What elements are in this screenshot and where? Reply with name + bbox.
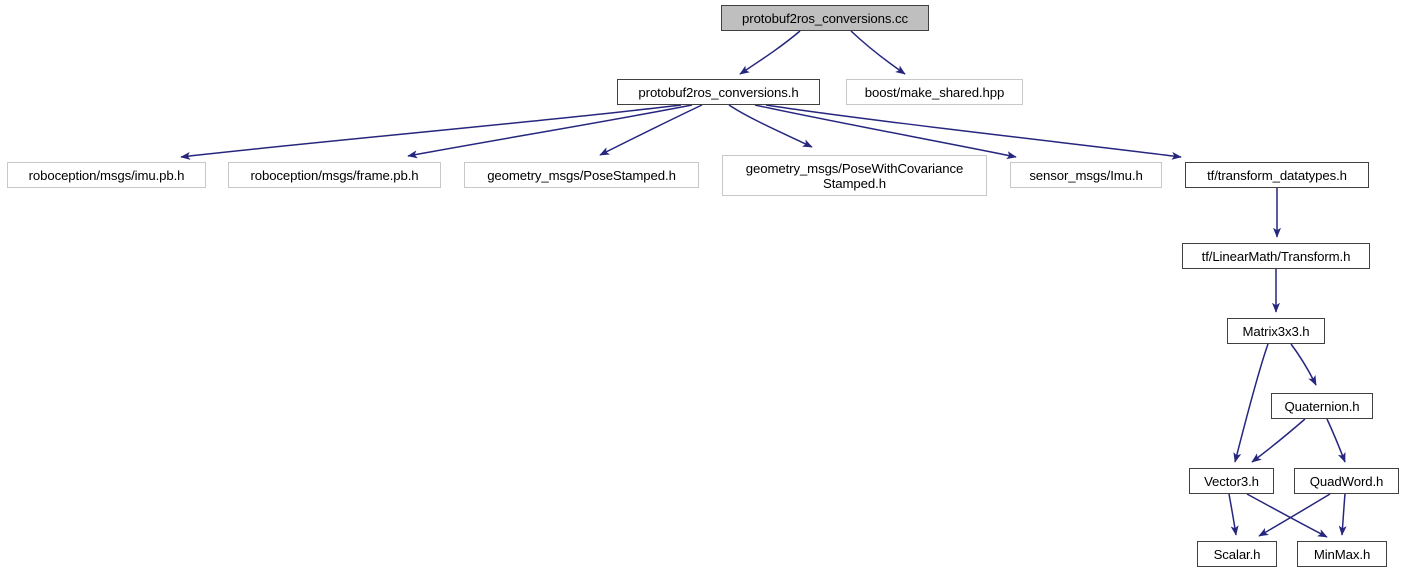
edge-conv_h-to-imu_pb — [180, 104, 682, 160]
graph-node-root: protobuf2ros_conversions.cc — [721, 5, 929, 31]
graph-node-tf_datatypes[interactable]: tf/transform_datatypes.h — [1185, 162, 1369, 188]
graph-node-quaternion[interactable]: Quaternion.h — [1271, 393, 1373, 419]
edge-quadword-to-scalar — [1258, 493, 1331, 537]
graph-node-frame_pb[interactable]: roboception/msgs/frame.pb.h — [228, 162, 441, 188]
graph-node-label: roboception/msgs/frame.pb.h — [250, 167, 419, 183]
edges-group — [180, 30, 1347, 538]
edge-matrix3x3-to-vector3 — [1233, 343, 1269, 463]
edge-conv_h-to-pose_stamped — [599, 104, 703, 156]
graph-node-label: protobuf2ros_conversions.cc — [742, 10, 908, 26]
graph-node-label: Matrix3x3.h — [1242, 323, 1310, 339]
graph-node-label: tf/transform_datatypes.h — [1207, 167, 1347, 183]
graph-node-label: Scalar.h — [1213, 546, 1261, 562]
graph-node-label: boost/make_shared.hpp — [864, 84, 1005, 100]
graph-node-label: geometry_msgs/PoseStamped.h — [487, 167, 676, 183]
edge-quaternion-to-quadword — [1326, 418, 1346, 463]
graph-node-imu_pb[interactable]: roboception/msgs/imu.pb.h — [7, 162, 206, 188]
graph-node-minmax[interactable]: MinMax.h — [1297, 541, 1387, 567]
graph-node-label: QuadWord.h — [1309, 473, 1384, 489]
graph-node-sensor_imu[interactable]: sensor_msgs/Imu.h — [1010, 162, 1162, 188]
edge-conv_h-to-sensor_imu — [754, 104, 1017, 160]
graph-node-label: sensor_msgs/Imu.h — [1029, 167, 1143, 183]
graph-node-make_shared[interactable]: boost/make_shared.hpp — [846, 79, 1023, 105]
graph-node-conv_h[interactable]: protobuf2ros_conversions.h — [617, 79, 820, 105]
graph-node-scalar[interactable]: Scalar.h — [1197, 541, 1277, 567]
graph-node-label: MinMax.h — [1313, 546, 1371, 562]
graph-node-label: protobuf2ros_conversions.h — [638, 84, 799, 100]
graph-node-label: tf/LinearMath/Transform.h — [1201, 248, 1351, 264]
edge-vector3-to-scalar — [1228, 493, 1239, 536]
edge-root-to-conv_h — [739, 30, 801, 75]
edge-root-to-make_shared — [850, 30, 906, 75]
graph-node-label: geometry_msgs/PoseWithCovariance Stamped… — [745, 160, 964, 191]
edge-conv_h-to-frame_pb — [407, 104, 693, 159]
edge-conv_h-to-tf_datatypes — [765, 104, 1182, 160]
edge-quaternion-to-vector3 — [1251, 418, 1306, 463]
graph-node-quadword[interactable]: QuadWord.h — [1294, 468, 1399, 494]
graph-node-vector3[interactable]: Vector3.h — [1189, 468, 1274, 494]
edge-matrix3x3-to-quaternion — [1290, 343, 1317, 386]
graph-node-label: roboception/msgs/imu.pb.h — [28, 167, 185, 183]
graph-node-label: Quaternion.h — [1284, 398, 1360, 414]
graph-node-matrix3x3[interactable]: Matrix3x3.h — [1227, 318, 1325, 344]
graph-node-tf_transform[interactable]: tf/LinearMath/Transform.h — [1182, 243, 1370, 269]
edge-conv_h-to-pose_cov — [728, 104, 813, 148]
graph-node-label: Vector3.h — [1204, 473, 1259, 489]
edge-quadword-to-minmax — [1338, 493, 1347, 536]
edge-vector3-to-minmax — [1246, 493, 1328, 538]
graph-node-pose_cov[interactable]: geometry_msgs/PoseWithCovariance Stamped… — [722, 155, 987, 196]
graph-node-pose_stamped[interactable]: geometry_msgs/PoseStamped.h — [464, 162, 699, 188]
